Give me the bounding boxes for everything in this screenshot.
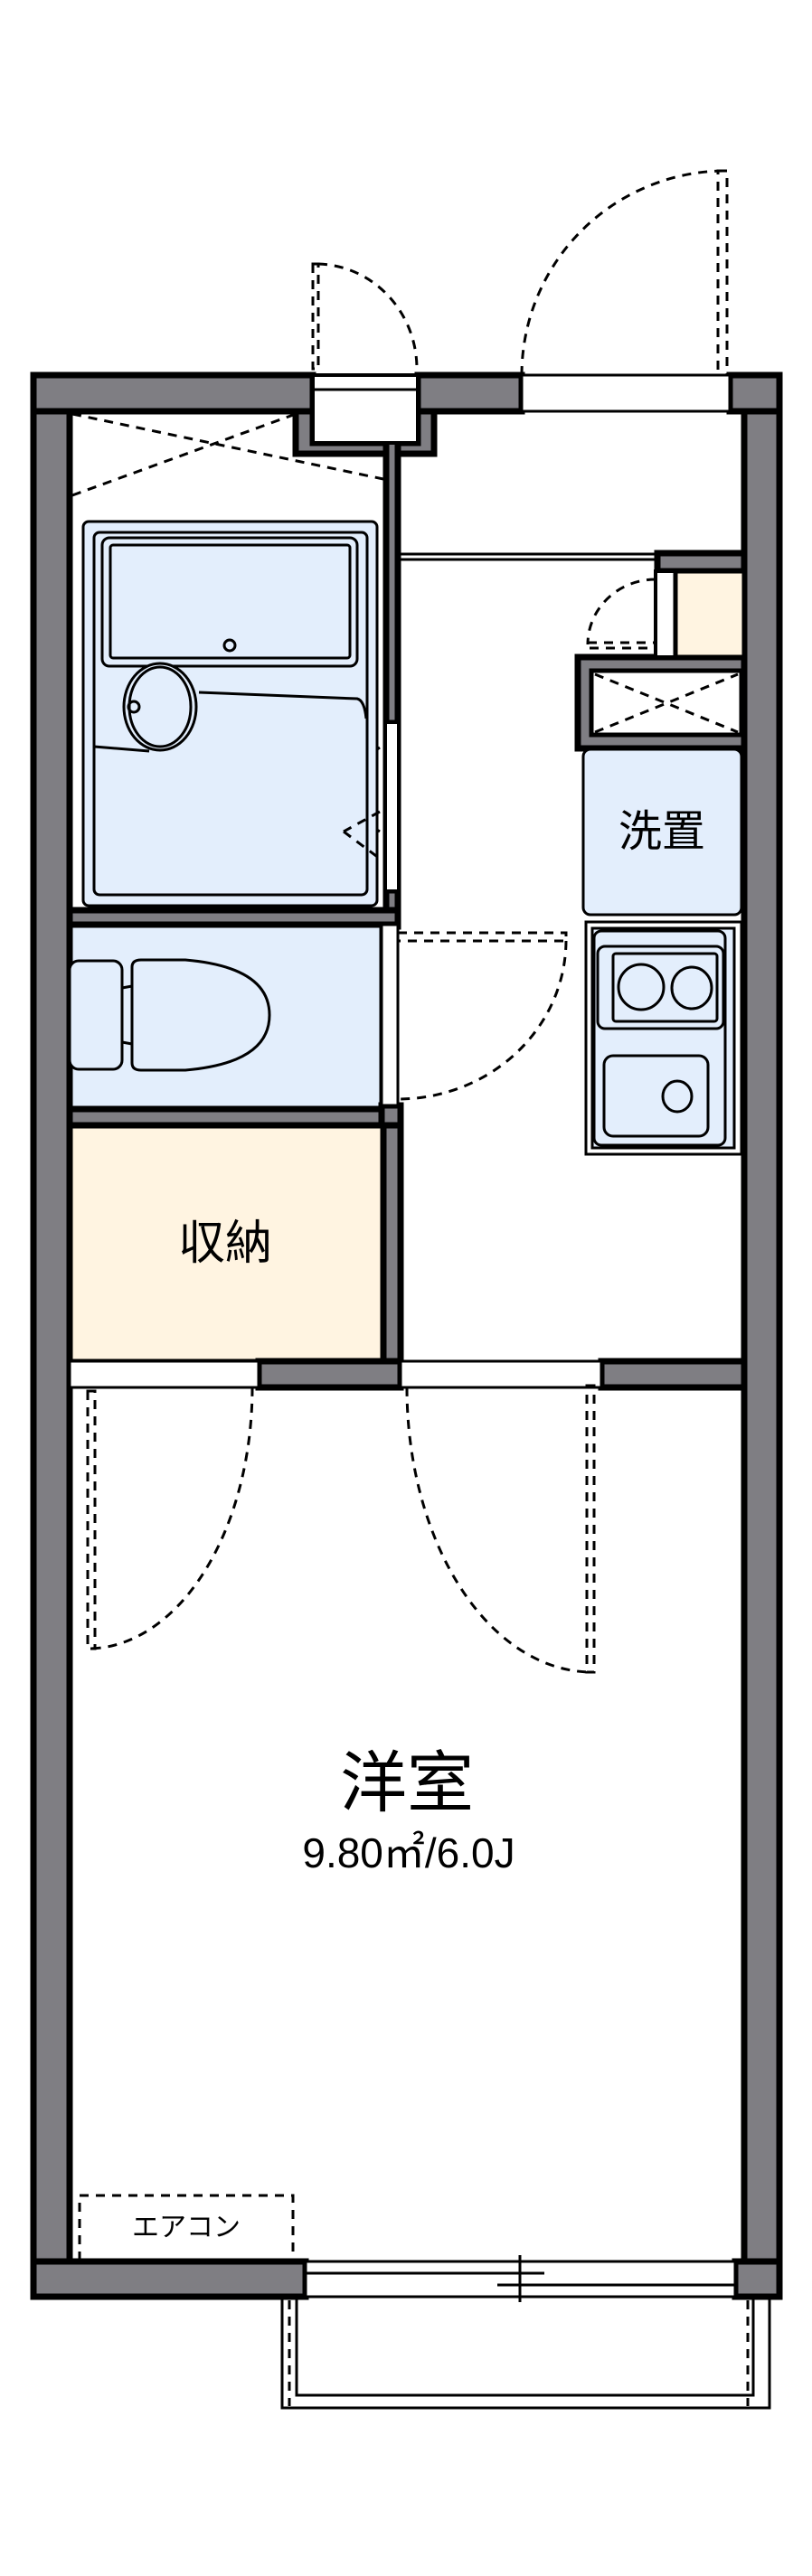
burner-right-icon [670,965,713,1011]
top-wall-mid [414,371,525,415]
bath-bottom-wall [66,907,401,928]
entrance-door[interactable] [520,169,729,377]
western-room-floor [70,1387,744,2261]
top-wall-left [30,371,316,415]
bottom-wall-right [732,2258,783,2300]
room-wall-stub [598,1358,748,1391]
toilet-door-opening[interactable] [380,923,400,1107]
shoe-cabinet-wall [654,550,748,575]
right-outer-wall [741,371,783,2300]
left-outer-wall [30,371,73,2300]
room-name: 洋室 [340,1744,474,1822]
shoe-cabinet-door[interactable] [586,578,657,650]
bathroom-door-opening[interactable] [385,722,399,891]
room-door[interactable] [405,1384,596,1674]
closet-opening[interactable] [68,1359,260,1389]
burner-left-icon [617,963,666,1011]
closet-wall-stub [255,1358,404,1391]
toilet-storage-wall [66,1105,404,1129]
balcony [280,2297,771,2410]
room-area: 9.80㎡/6.0J [302,1829,515,1876]
room-opening[interactable] [399,1359,603,1389]
toilet-door[interactable] [396,931,568,1101]
tub-drain-icon [222,638,237,653]
room-fills [67,922,744,2261]
bath-ceiling-void [71,412,384,497]
toilet [68,958,271,1072]
kitchen [584,920,743,1156]
storage-floor [67,1123,386,1364]
storage-label: 収納 [178,1217,272,1271]
bottom-wall-left [30,2258,309,2300]
sink-drain-icon [661,1079,694,1114]
walls [30,371,783,2300]
door-swings [86,169,729,1674]
openings [68,373,737,2302]
air-conditioner-label: エアコン [132,2212,241,2243]
closet-door[interactable] [86,1387,254,1650]
shoe-cabinet [654,569,747,660]
meter-box [311,373,420,445]
washer-space: 洗置 [581,747,743,917]
basin-icon [122,662,198,752]
sink-icon [602,1054,710,1138]
balcony-window[interactable] [304,2255,737,2302]
air-conditioner: エアコン [78,2194,295,2261]
bath-partition-upper [382,408,401,727]
entrance-opening [520,373,732,413]
storage-partition [380,1122,404,1391]
meter-box-door[interactable] [311,262,419,371]
entrance-jamb-right [726,371,783,415]
washer-label: 洗置 [618,806,705,857]
unit-bath [81,520,381,907]
